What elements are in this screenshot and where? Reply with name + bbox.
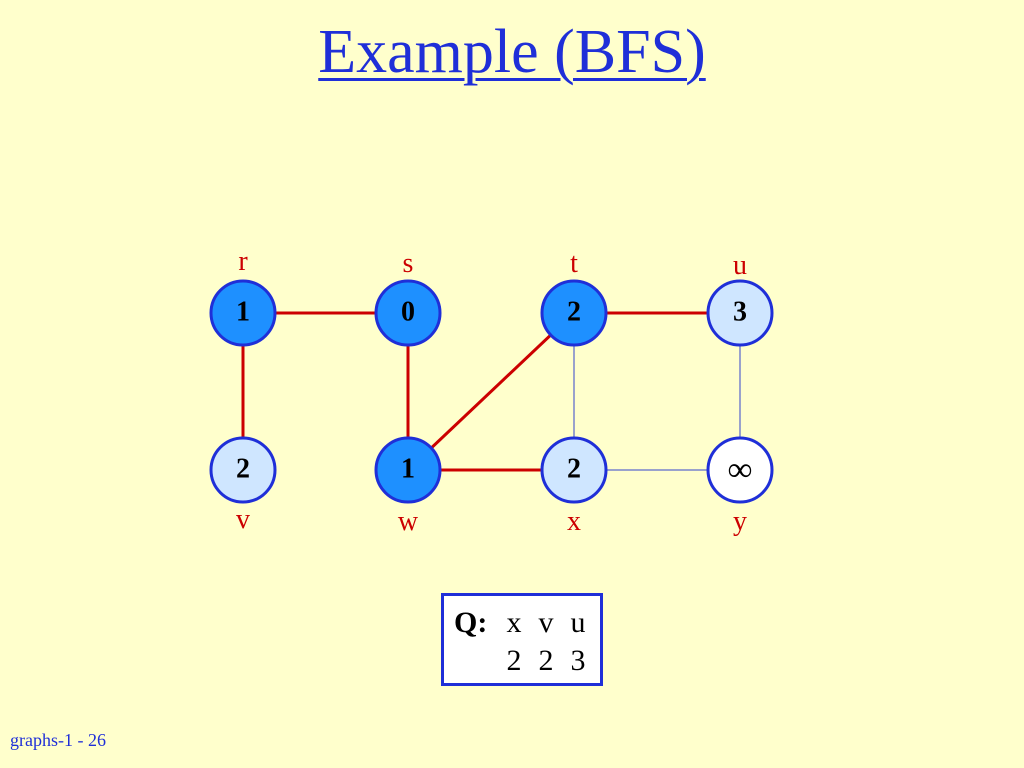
vertex-w: 1w <box>374 436 442 537</box>
vertex-r: 1r <box>209 246 277 347</box>
vertex-distance: 2 <box>567 454 581 485</box>
vertex-circle <box>209 436 277 504</box>
queue-vertex: x <box>506 606 522 639</box>
vertex-distance: 1 <box>401 454 415 485</box>
vertex-distance: 1 <box>236 297 250 328</box>
vertex-circle <box>374 279 442 347</box>
queue-vertex: v <box>538 606 554 639</box>
queue-distance: 2 <box>506 644 522 677</box>
vertex-y: ∞y <box>706 436 774 537</box>
graph-edges <box>241 311 741 472</box>
vertex-label: y <box>733 506 747 537</box>
vertex-label: x <box>567 506 581 537</box>
vertex-distance: ∞ <box>728 452 752 489</box>
vertex-distance: 0 <box>401 297 415 328</box>
queue-label: Q: <box>454 606 488 639</box>
vertex-circle <box>706 279 774 347</box>
vertex-distance: 2 <box>567 297 581 328</box>
vertex-circle <box>706 436 774 504</box>
edge-w-t <box>406 311 576 472</box>
queue-distance: 2 <box>538 644 554 677</box>
vertex-label: u <box>733 250 747 281</box>
vertex-circle <box>209 279 277 347</box>
vertex-v: 2v <box>209 436 277 535</box>
vertex-circle <box>540 279 608 347</box>
vertex-u: 3u <box>706 250 774 347</box>
vertex-s: 0s <box>374 248 442 347</box>
queue-box: Q: x v u 2 2 3 <box>441 593 603 686</box>
vertex-label: r <box>238 246 248 277</box>
vertex-t: 2t <box>540 248 608 347</box>
queue-distance: 3 <box>570 644 586 677</box>
vertex-label: w <box>398 506 419 537</box>
slide-title: Example (BFS) <box>318 18 706 86</box>
vertex-label: v <box>236 504 250 535</box>
vertex-label: t <box>570 248 578 279</box>
vertex-distance: 2 <box>236 454 250 485</box>
vertex-circle <box>374 436 442 504</box>
vertex-distance: 3 <box>733 297 747 328</box>
slide-footer: graphs-1 - 26 <box>10 730 106 750</box>
vertex-x: 2x <box>540 436 608 537</box>
vertex-label: s <box>403 248 414 279</box>
queue-vertex: u <box>570 606 586 639</box>
vertex-circle <box>540 436 608 504</box>
